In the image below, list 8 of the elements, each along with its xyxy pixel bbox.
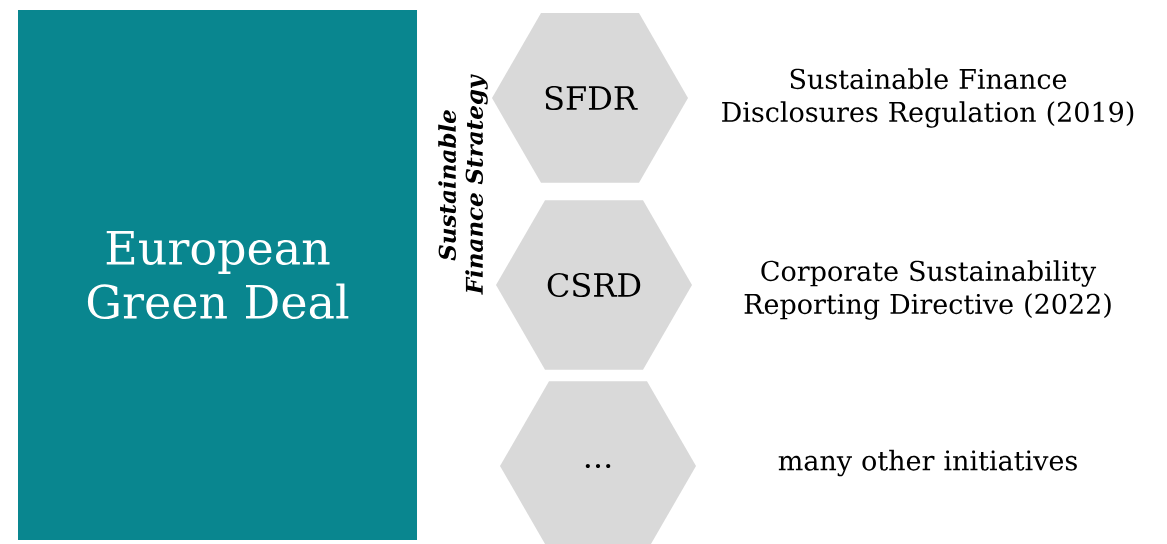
description-text: Sustainable Finance Disclosures Regulation (2019) [722, 68, 1134, 128]
title-box: European Green Deal [18, 10, 417, 540]
description-text: many other initiatives [778, 449, 1077, 477]
description-text: Corporate Sustainability Reporting Directive (2022) [744, 260, 1111, 320]
vertical-label: Sustainable Finance Strategy [438, 74, 488, 295]
hexagon: ... [500, 381, 696, 544]
hexagon: CSRD [496, 200, 692, 370]
hexagon: SFDR [492, 13, 688, 183]
